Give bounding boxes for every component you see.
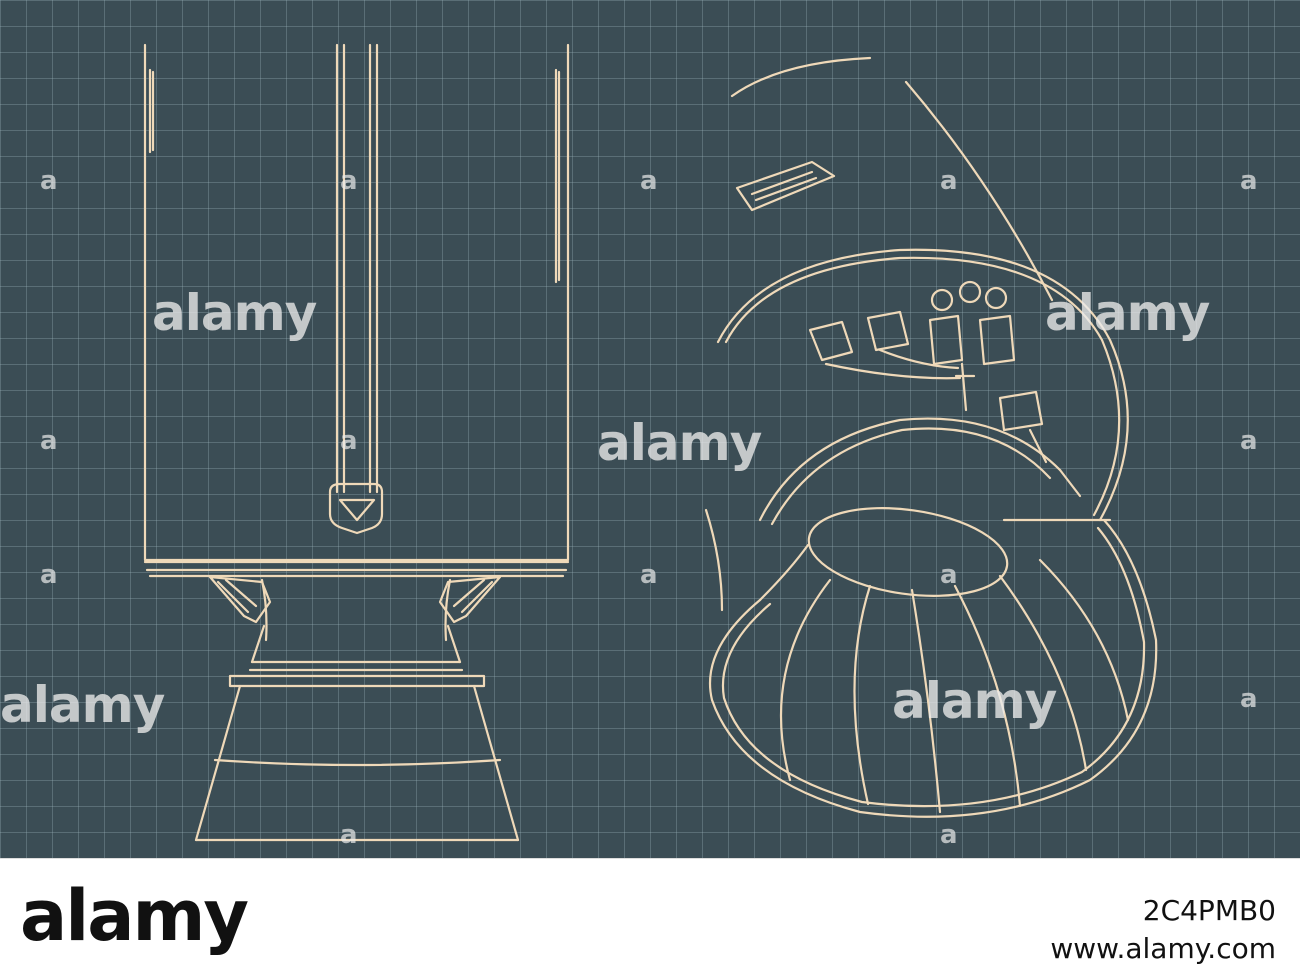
rocket-engine-drawings [143, 43, 1158, 842]
stock-footer: alamy 2C4PMB0 www.alamy.com [0, 858, 1300, 976]
watermark-glyph: a [1240, 166, 1258, 196]
watermark-glyph: a [940, 166, 958, 196]
watermark-logo: alamy [1045, 284, 1210, 342]
image-id: 2C4PMB0 [1142, 894, 1276, 927]
watermark-logo: alamy [152, 284, 317, 342]
watermark-logo: alamy [892, 672, 1057, 730]
watermark-glyph: a [940, 820, 958, 850]
footer-logo: alamy [20, 875, 249, 957]
rocket-stage-side-view [143, 43, 570, 842]
watermark-glyph: a [640, 166, 658, 196]
watermark-glyph: a [340, 820, 358, 850]
watermark-glyph: a [1240, 426, 1258, 456]
watermark-glyph: a [340, 166, 358, 196]
watermark-logo: alamy [0, 676, 165, 734]
watermark-glyph: a [640, 560, 658, 590]
blueprint-illustration: a a a a a a a a a a a a a a alamy alamy … [0, 0, 1300, 858]
rocket-engine-perspective-view [704, 56, 1158, 818]
watermark-glyph: a [940, 560, 958, 590]
watermark-logo: alamy [597, 414, 762, 472]
watermark-glyph: a [40, 166, 58, 196]
watermark-glyph: a [340, 426, 358, 456]
watermark-glyph: a [40, 426, 58, 456]
footer-url: www.alamy.com [1050, 932, 1276, 965]
watermark-glyph: a [1240, 684, 1258, 714]
watermark-glyph: a [40, 560, 58, 590]
